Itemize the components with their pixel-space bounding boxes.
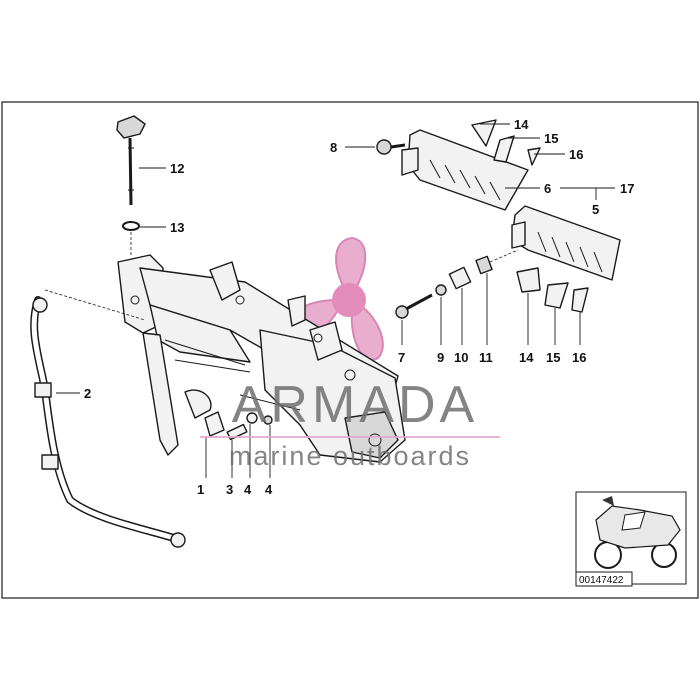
callout-2: 2 — [84, 386, 91, 401]
main-frame — [117, 254, 406, 463]
callout-14a: 14 — [514, 117, 529, 132]
callout-10: 10 — [454, 350, 468, 365]
callout-4a: 4 — [244, 482, 252, 497]
callout-15a: 15 — [544, 131, 558, 146]
callout-1: 1 — [197, 482, 204, 497]
lower-side-panel — [511, 205, 621, 281]
oil-hose — [30, 289, 186, 548]
callout-13: 13 — [170, 220, 184, 235]
motorcycle-thumbnail-icon — [575, 491, 687, 585]
callout-9: 9 — [437, 350, 444, 365]
screw-assembly — [395, 249, 519, 319]
o-ring — [122, 221, 140, 231]
callout-labels: 12 13 2 8 14 15 16 6 17 5 7 9 10 11 14 1… — [84, 117, 634, 497]
screw-top — [376, 139, 406, 155]
callout-16a: 16 — [569, 147, 583, 162]
callout-16b: 16 — [572, 350, 586, 365]
watermark: ARMADA marine outboards — [200, 376, 500, 471]
callout-7: 7 — [398, 350, 405, 365]
watermark-brand: ARMADA — [232, 376, 478, 434]
reflector-set-lower — [516, 267, 589, 313]
watermark-tagline: marine outboards — [229, 441, 471, 471]
upper-side-panel — [401, 119, 541, 211]
callout-6: 6 — [544, 181, 551, 196]
callout-3: 3 — [226, 482, 233, 497]
diagram-border — [1, 101, 699, 599]
callout-12: 12 — [170, 161, 184, 176]
callout-14b: 14 — [519, 350, 534, 365]
callout-5: 5 — [592, 202, 599, 217]
reference-number-box — [575, 571, 633, 587]
dipstick — [116, 115, 146, 206]
leader-lines — [56, 123, 615, 478]
fastener-group-lower — [184, 389, 273, 441]
callout-4b: 4 — [265, 482, 273, 497]
reference-number: 00147422 — [579, 575, 624, 586]
callout-17: 17 — [620, 181, 634, 196]
callout-15b: 15 — [546, 350, 560, 365]
callout-11: 11 — [479, 350, 493, 365]
callout-8: 8 — [330, 140, 337, 155]
